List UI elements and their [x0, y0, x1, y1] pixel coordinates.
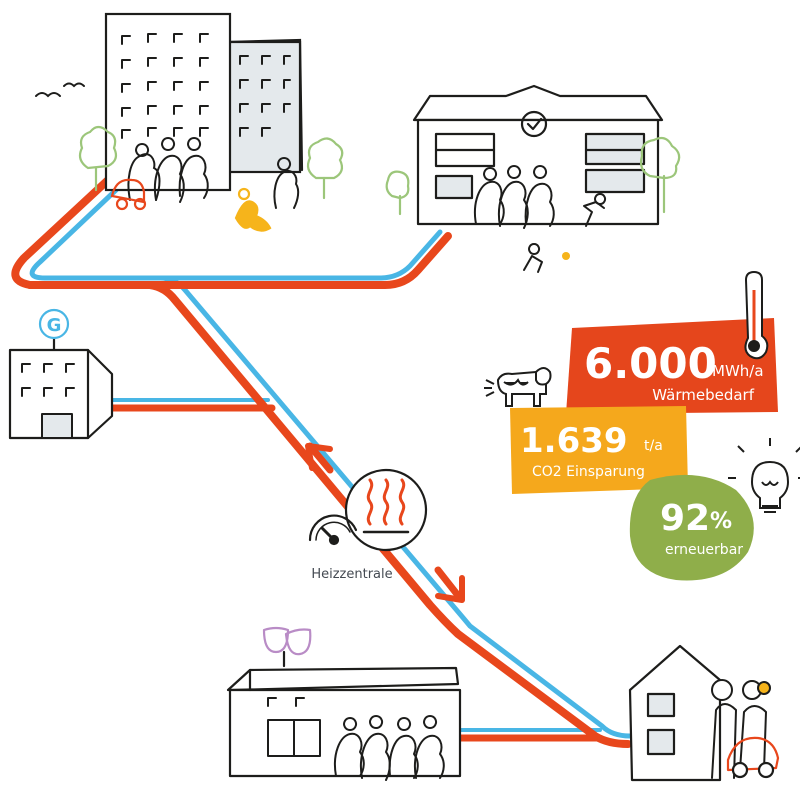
heat-waves-icon [366, 478, 406, 526]
crowd-icon [474, 165, 607, 273]
stat-heat-demand-value: 6.000 [584, 339, 717, 388]
toy-car-icon [726, 736, 780, 779]
tree-icon [78, 125, 344, 200]
child-icon [234, 187, 272, 232]
theater-windows [267, 697, 321, 757]
ball-icon [562, 252, 570, 260]
stat-renewable-value: 92 [660, 498, 710, 539]
office-windows [21, 363, 75, 439]
heating-plant-label: Heizzentrale [311, 567, 392, 582]
crowd-icon [127, 137, 300, 209]
g-sign-icon: G [38, 308, 70, 352]
heating-pipes [11, 176, 633, 748]
stats-panel: 6.000 MWh/a Wärmebedarf 1.639 t/a CO2 Ei… [484, 270, 800, 581]
theater-masks-icon [262, 626, 312, 668]
pressure-gauge-icon [308, 514, 358, 546]
municipal-office: G [8, 308, 114, 440]
cow-icon [484, 367, 552, 407]
school-windows [434, 132, 646, 200]
stat-renewable-card [629, 474, 754, 581]
stat-heat-demand: 6.000 MWh/a Wärmebedarf [566, 270, 778, 414]
stat-co2-savings-card [510, 406, 688, 494]
stat-co2-savings-unit: t/a [644, 438, 663, 454]
return-pipe [29, 187, 633, 739]
heating-plant: Heizzentrale [308, 468, 428, 582]
stat-renewable-unit: % [710, 509, 732, 534]
flow-arrow-down-head [435, 575, 465, 603]
crowd-icon [334, 715, 445, 781]
flow-arrow-down [434, 566, 464, 602]
stat-co2-savings-value: 1.639 [520, 421, 628, 461]
stat-heat-demand-card [566, 318, 778, 414]
supply-pipe-school [26, 232, 452, 289]
stat-renewable-label: erneuerbar [665, 542, 743, 558]
apartment-tower [35, 12, 344, 232]
apartment-building-icon [104, 12, 304, 192]
house-icon [628, 644, 722, 782]
flow-arrow-up-head [305, 443, 333, 471]
clock-icon [520, 110, 548, 138]
lightbulb-icon [728, 438, 800, 513]
flow-arrows [305, 442, 465, 603]
birds-icon [35, 82, 85, 98]
tree-icon [385, 136, 681, 216]
return-pipe-school [42, 229, 443, 281]
theater [226, 626, 462, 781]
toy-car-icon [110, 178, 147, 211]
stat-heat-demand-unit: MWh/a [712, 362, 764, 380]
g-sign-letter: G [47, 315, 62, 336]
stat-co2-savings-label: CO2 Einsparung [532, 464, 645, 480]
family-house [628, 644, 780, 782]
school-roof [412, 84, 664, 122]
flow-arrow-up [306, 442, 334, 474]
stat-renewable: 92 % erneuerbar [629, 438, 800, 581]
school [385, 84, 681, 273]
family-icon [711, 679, 771, 779]
stat-co2-savings: 1.639 t/a CO2 Einsparung [510, 406, 688, 494]
stat-heat-demand-label: Wärmebedarf [652, 386, 754, 404]
thermometer-icon [744, 270, 769, 360]
apartment-windows [121, 33, 291, 139]
